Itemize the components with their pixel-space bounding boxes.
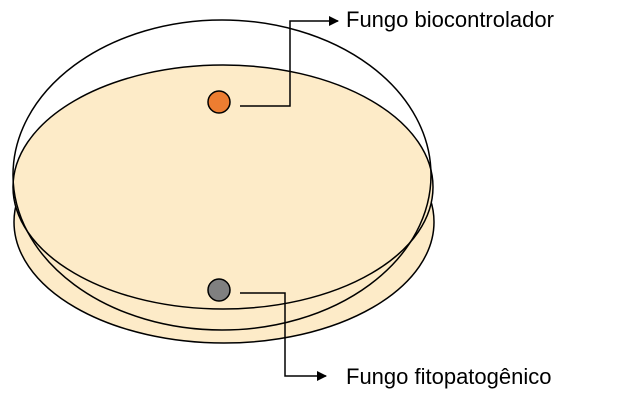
biocontrol-colony-icon xyxy=(208,91,230,113)
phytopathogen-colony-icon xyxy=(208,279,230,301)
phytopathogen-fungus-label: Fungo fitopatogênico xyxy=(346,366,552,388)
biocontrol-fungus-label: Fungo biocontrolador xyxy=(346,9,554,31)
